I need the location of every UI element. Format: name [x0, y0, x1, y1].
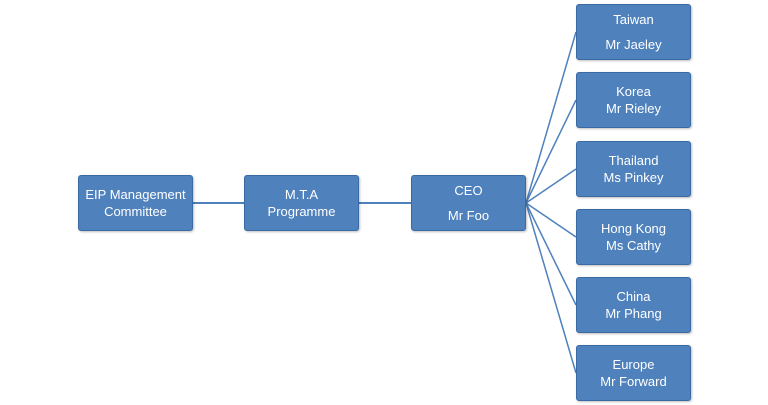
node-label-line2: Committee: [104, 204, 167, 219]
connector-ceo-hongkong: [525, 202, 577, 238]
node-manager-label: Mr Rieley: [606, 101, 661, 116]
node-label-line1: EIP Management: [85, 187, 186, 202]
node-region-label: Hong Kong: [600, 221, 667, 236]
node-label-person: Mr Foo: [447, 208, 490, 223]
connector-ceo-china: [525, 202, 577, 306]
node-region-label: Korea: [616, 84, 651, 99]
connector-ceo-taiwan: [525, 31, 577, 204]
connector-ceo-korea: [525, 99, 577, 204]
node-mta-programme: M.T.A Programme: [244, 175, 359, 231]
node-region-hong-kong: Hong Kong Ms Cathy: [576, 209, 691, 265]
node-region-label: Europe: [612, 357, 655, 372]
node-region-label: Thailand: [608, 153, 659, 168]
node-region-label: China: [616, 289, 651, 304]
node-manager-label: Mr Phang: [605, 306, 662, 321]
node-manager-label: Ms Cathy: [606, 238, 661, 253]
node-region-label: Taiwan: [613, 12, 654, 27]
connector-ceo-europe: [525, 202, 577, 374]
node-region-taiwan: Taiwan Mr Jaeley: [576, 4, 691, 60]
node-region-thailand: Thailand Ms Pinkey: [576, 141, 691, 197]
node-manager-label: Ms Pinkey: [603, 170, 664, 185]
node-region-europe: Europe Mr Forward: [576, 345, 691, 401]
node-ceo: CEO Mr Foo: [411, 175, 526, 231]
node-label-line2: Programme: [267, 204, 336, 219]
connector-ceo-thailand: [525, 168, 577, 204]
node-label-line1: M.T.A: [284, 187, 319, 202]
node-region-korea: Korea Mr Rieley: [576, 72, 691, 128]
node-label-title: CEO: [454, 183, 483, 198]
node-manager-label: Mr Jaeley: [605, 37, 662, 52]
node-eip-management-committee: EIP Management Committee: [78, 175, 193, 231]
node-manager-label: Mr Forward: [600, 374, 667, 389]
node-region-china: China Mr Phang: [576, 277, 691, 333]
